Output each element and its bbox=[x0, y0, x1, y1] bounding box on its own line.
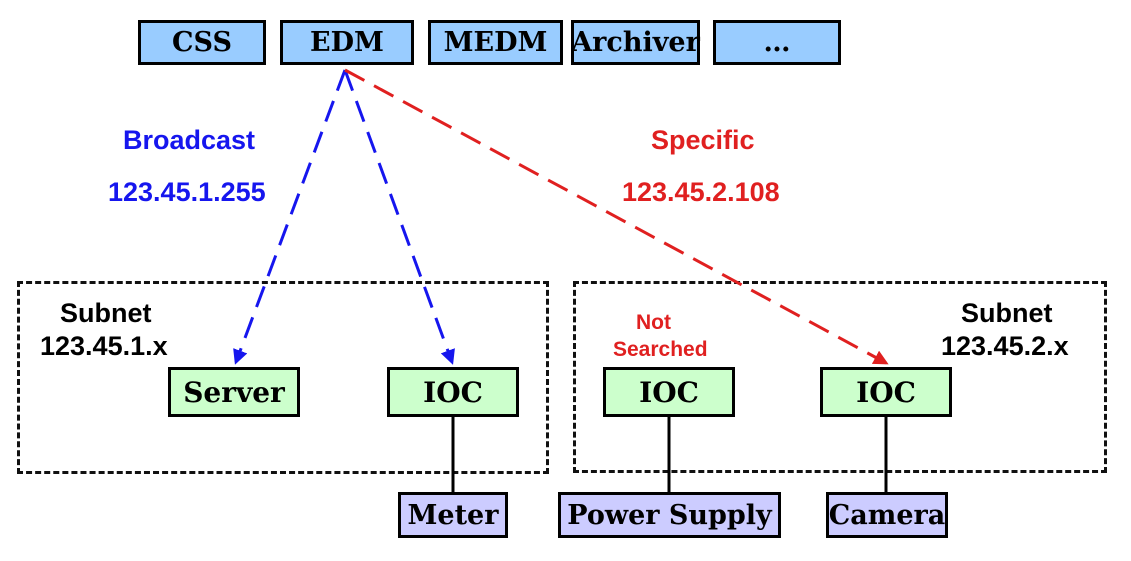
tool-box-archiver: Archiver bbox=[571, 20, 700, 65]
subnet1-name: Subnet bbox=[60, 298, 152, 328]
subnet1-address: 123.45.1.x bbox=[40, 331, 168, 361]
tool-label: … bbox=[763, 27, 791, 58]
subnet-region-1 bbox=[17, 281, 549, 474]
specific-title: Specific bbox=[651, 125, 755, 155]
tool-label: CSS bbox=[172, 27, 232, 58]
tool-label: Archiver bbox=[571, 27, 700, 58]
camera-box: Camera bbox=[826, 492, 948, 538]
broadcast-title: Broadcast bbox=[123, 125, 256, 155]
hardware-label: Camera bbox=[828, 499, 946, 531]
subnet2-name: Subnet bbox=[961, 298, 1053, 328]
subnet2-address: 123.45.2.x bbox=[941, 331, 1069, 361]
device-label: IOC bbox=[423, 375, 483, 409]
power-supply-box: Power Supply bbox=[558, 492, 781, 538]
device-label: Server bbox=[183, 375, 285, 409]
ioc-box-specific: IOC bbox=[820, 367, 952, 417]
tool-label: MEDM bbox=[443, 27, 548, 58]
tool-label: EDM bbox=[310, 27, 384, 58]
ioc-box-subnet1: IOC bbox=[387, 367, 519, 417]
hardware-label: Meter bbox=[407, 499, 499, 531]
broadcast-arrow-to-ioc bbox=[343, 69, 455, 365]
broadcast-arrow-to-server bbox=[233, 69, 347, 365]
hardware-label: Power Supply bbox=[567, 499, 772, 531]
tool-box-more: … bbox=[713, 20, 841, 65]
broadcast-address: 123.45.1.255 bbox=[108, 177, 266, 207]
tool-box-edm: EDM bbox=[280, 20, 414, 65]
device-label: IOC bbox=[856, 375, 916, 409]
tool-box-css: CSS bbox=[138, 20, 266, 65]
not-searched-line1: Not bbox=[636, 311, 671, 334]
subnet-region-2 bbox=[573, 281, 1107, 473]
not-searched-line2: Searched bbox=[613, 338, 708, 361]
specific-address: 123.45.2.108 bbox=[622, 177, 780, 207]
device-label: IOC bbox=[639, 375, 699, 409]
server-box: Server bbox=[168, 367, 300, 417]
ioc-box-not-searched: IOC bbox=[603, 367, 735, 417]
meter-box: Meter bbox=[398, 492, 508, 538]
specific-arrow-to-ioc bbox=[344, 68, 889, 365]
tool-box-medm: MEDM bbox=[428, 20, 563, 65]
